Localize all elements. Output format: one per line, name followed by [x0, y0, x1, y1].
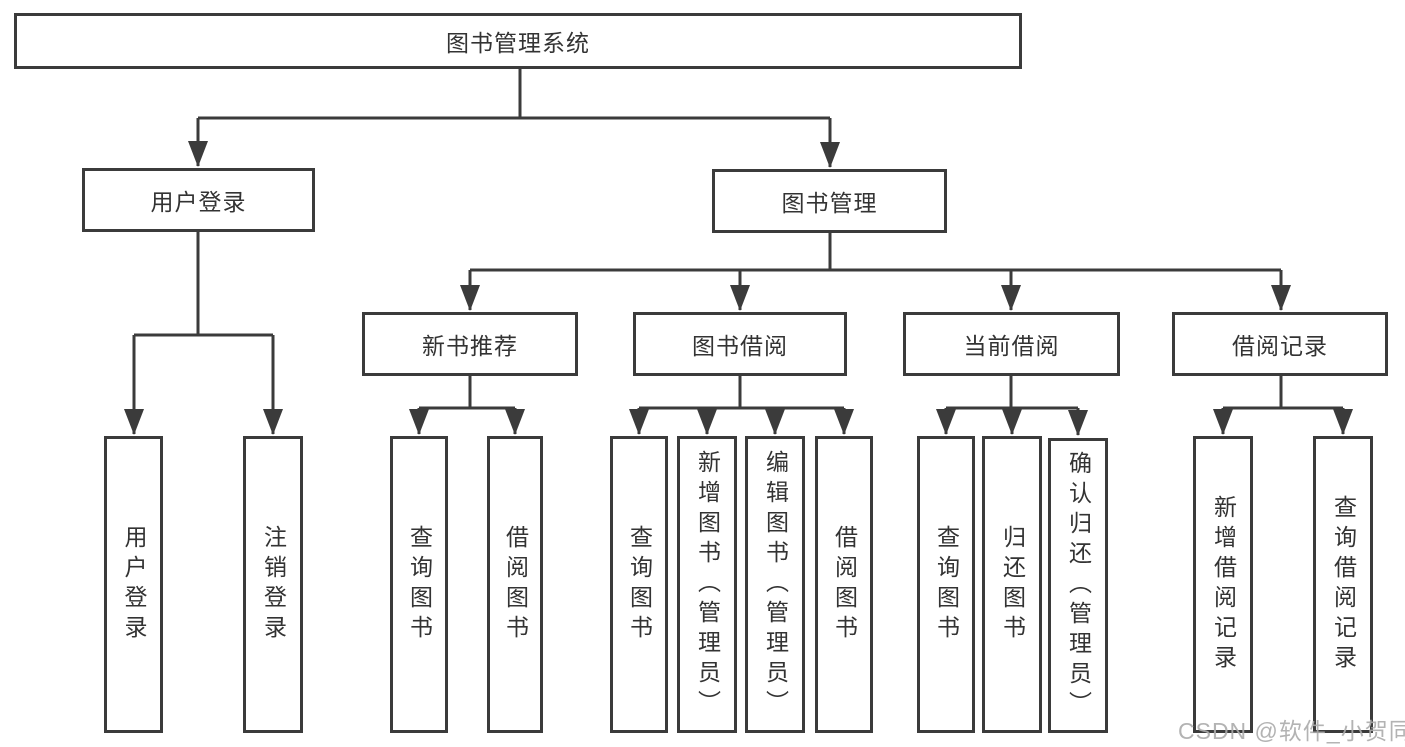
leaf-edit-books-admin: 编辑图书（管理员）	[745, 436, 805, 733]
node-label: 借阅记录	[1232, 333, 1328, 359]
node-label: 图书借阅	[692, 333, 788, 359]
leaf-recommend-query-books: 查询图书	[390, 436, 448, 733]
node-label: 借阅图书	[831, 524, 858, 645]
leaf-return-books: 归还图书	[982, 436, 1042, 733]
node-label: 注销登录	[260, 524, 287, 645]
leaf-current-query-books: 查询图书	[917, 436, 975, 733]
node-label: 查询图书	[626, 524, 653, 645]
leaf-confirm-return-admin: 确认归还（管理员）	[1048, 438, 1108, 733]
leaf-logout: 注销登录	[243, 436, 303, 733]
node-borrow-records: 借阅记录	[1172, 312, 1388, 376]
node-book-borrow: 图书借阅	[633, 312, 847, 376]
node-label: 查询图书	[406, 524, 433, 645]
node-current-borrow: 当前借阅	[903, 312, 1120, 376]
node-label: 用户登录	[121, 524, 147, 645]
node-label: 借阅图书	[502, 524, 529, 645]
leaf-add-borrow-record: 新增借阅记录	[1193, 436, 1253, 733]
leaf-user-login: 用户登录	[104, 436, 163, 733]
node-label: 查询图书	[933, 524, 960, 645]
node-user-login: 用户登录	[82, 168, 315, 232]
leaf-borrow-books: 借阅图书	[815, 436, 873, 733]
node-label: 图书管理	[781, 190, 878, 216]
node-label: 查询借阅记录	[1330, 494, 1357, 675]
node-label: 确认归还（管理员）	[1065, 450, 1092, 721]
leaf-query-borrow-record: 查询借阅记录	[1313, 436, 1373, 733]
leaf-borrow-query-books: 查询图书	[610, 436, 668, 733]
node-new-book-recommend: 新书推荐	[362, 312, 578, 376]
node-book-management: 图书管理	[712, 169, 947, 233]
node-label: 用户登录	[150, 189, 247, 215]
node-label: 新增借阅记录	[1210, 494, 1237, 675]
node-label: 当前借阅	[963, 333, 1060, 359]
node-label: 图书管理系统	[446, 30, 590, 56]
csdn-watermark: CSDN @软件_小贺同学	[1178, 718, 1405, 744]
node-label: 新增图书（管理员）	[694, 449, 721, 720]
leaf-recommend-borrow-books: 借阅图书	[487, 436, 543, 733]
node-label: 归还图书	[999, 524, 1026, 645]
node-label: 编辑图书（管理员）	[762, 449, 789, 720]
node-label: 新书推荐	[422, 333, 518, 359]
leaf-add-books-admin: 新增图书（管理员）	[677, 436, 737, 733]
node-library-management-system: 图书管理系统	[14, 13, 1022, 69]
